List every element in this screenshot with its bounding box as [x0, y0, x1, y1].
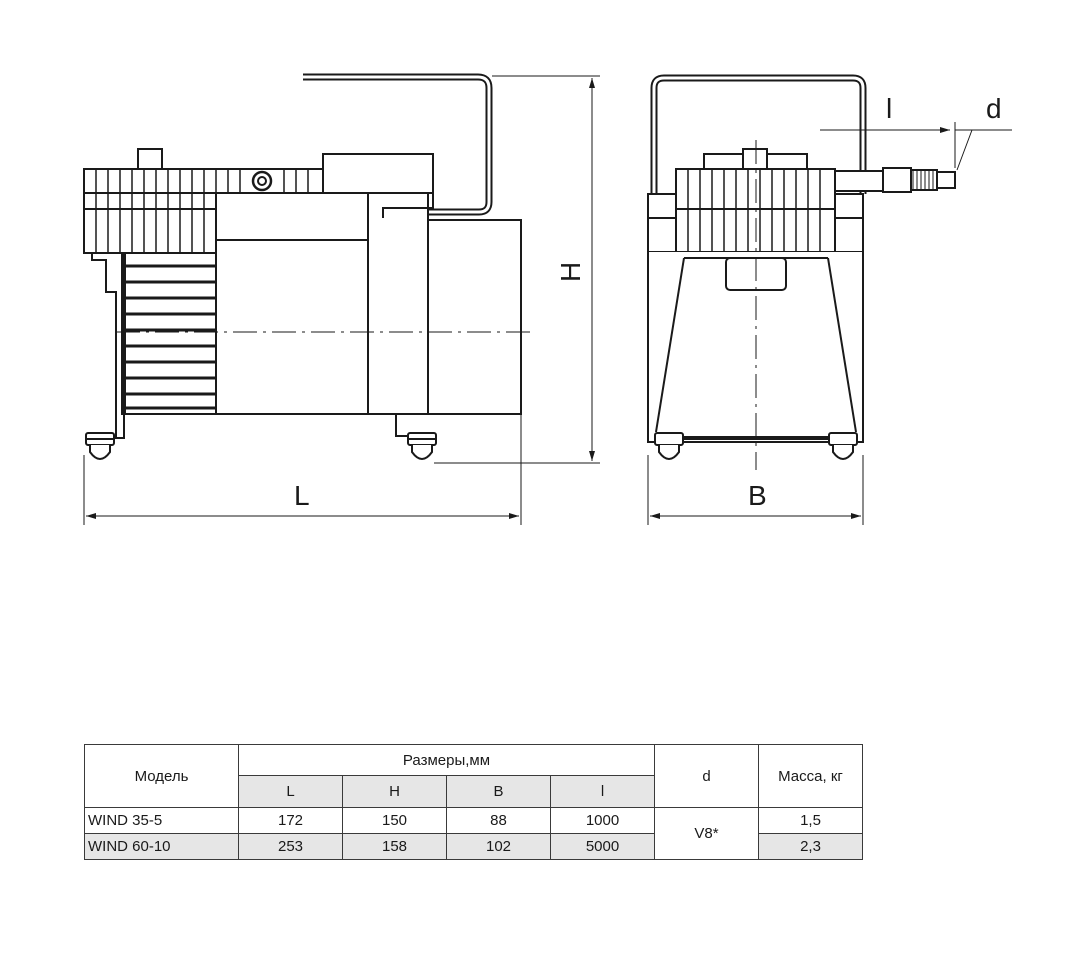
foot-right [407, 432, 437, 460]
motor-body [215, 192, 371, 415]
spec-table: Модель Размеры,мм d Масса, кг L H B l WI… [84, 744, 863, 860]
front-foot-left [654, 432, 684, 460]
cell-mass: 2,3 [758, 833, 863, 860]
cell-B: 102 [446, 833, 551, 860]
header-d: d [654, 744, 759, 808]
header-mass: Масса, кг [758, 744, 863, 808]
dim-label-d: d [986, 93, 1002, 124]
table-row: WIND 60-10 253 158 102 5000 2,3 [84, 833, 863, 860]
cell-L: 253 [238, 833, 343, 860]
cell-H: 158 [342, 833, 447, 860]
cell-d: V8* [654, 807, 759, 860]
header-model: Модель [84, 744, 239, 808]
side-view [83, 73, 600, 525]
cell-L: 172 [238, 807, 343, 834]
header-B: B [446, 775, 551, 808]
dim-label-l: l [886, 93, 892, 124]
fan-grille [121, 252, 217, 415]
cell-B: 88 [446, 807, 551, 834]
cell-l: 5000 [550, 833, 655, 860]
cell-model: WIND 35-5 [84, 807, 239, 834]
fin-block [83, 192, 217, 254]
outlet-fitting [834, 170, 884, 192]
header-l: l [550, 775, 655, 808]
cell-H: 150 [342, 807, 447, 834]
cell-model: WIND 60-10 [84, 833, 239, 860]
dim-label-B: B [748, 480, 767, 511]
header-H: H [342, 775, 447, 808]
dim-label-L: L [294, 480, 310, 511]
header-dimensions: Размеры,мм [238, 744, 655, 776]
front-view [647, 74, 1012, 525]
table-row: WIND 35-5 172 150 88 1000 V8* 1,5 [84, 807, 863, 860]
header-L: L [238, 775, 343, 808]
compressor-drawing: L B H l d [83, 73, 1012, 525]
front-foot-right [828, 432, 858, 460]
dim-label-H: H [555, 262, 586, 282]
foot-left [85, 432, 115, 460]
cell-l: 1000 [550, 807, 655, 834]
cell-mass: 1,5 [758, 807, 863, 834]
